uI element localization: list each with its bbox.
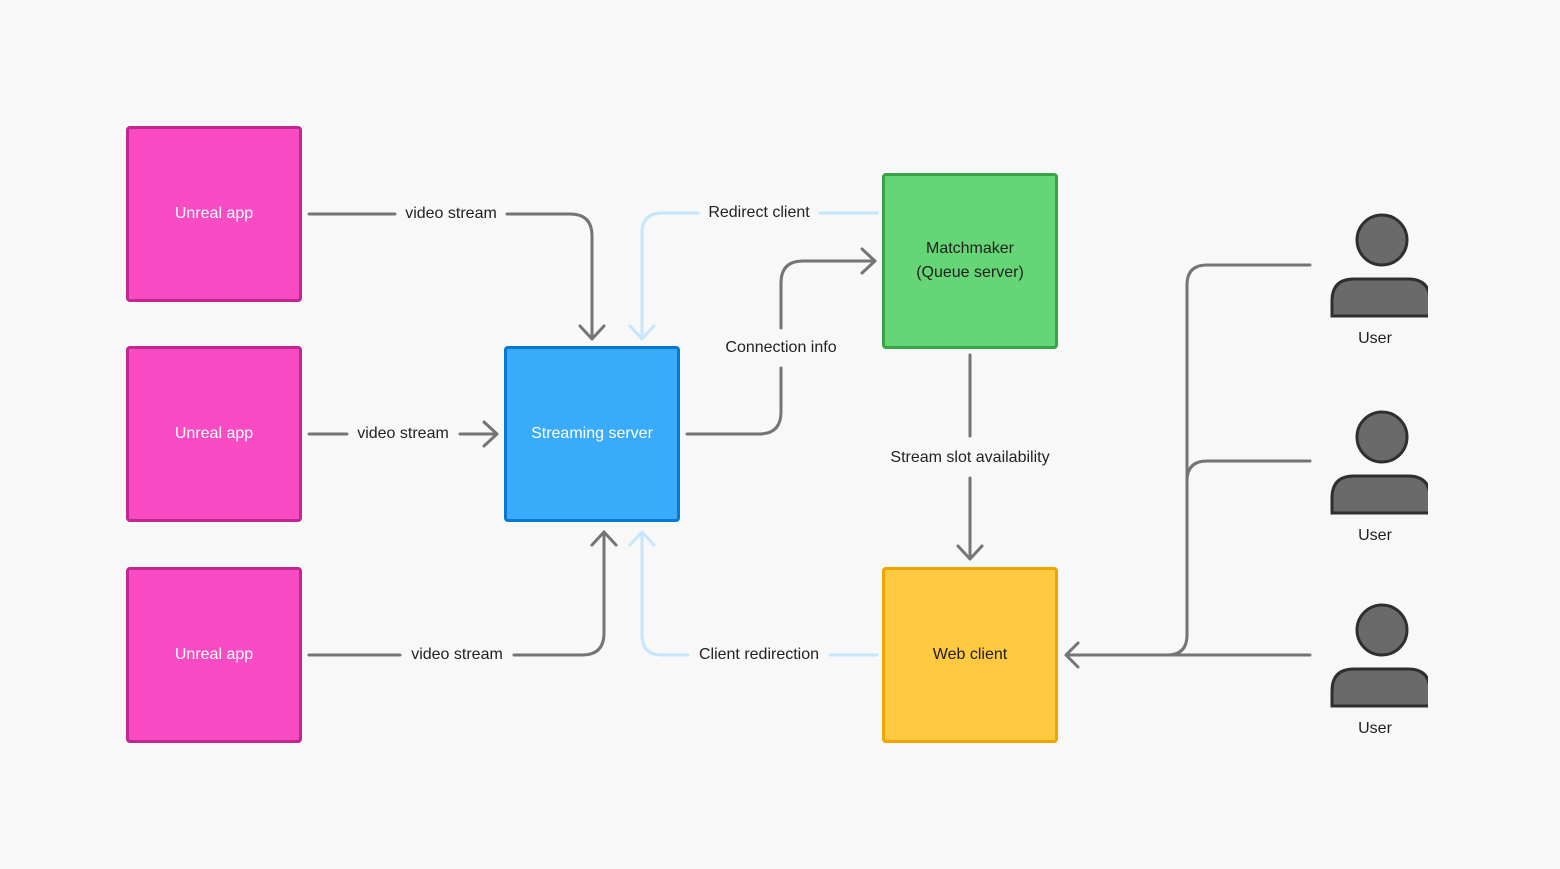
client-redirection-arrowhead <box>628 530 656 547</box>
web-client-arrowhead <box>1064 641 1080 669</box>
client-redirection-label: Client redirection <box>698 646 820 663</box>
user-icon <box>1330 213 1428 318</box>
redirect-client-label: Redirect client <box>708 204 810 221</box>
video-stream-1-arrowhead <box>578 324 606 341</box>
connection-info-label: Connection info <box>725 339 837 356</box>
stream-slot-arrowhead <box>956 544 984 561</box>
streaming-server-label: Streaming server <box>531 425 653 442</box>
video-stream-label-1: video stream <box>405 205 497 222</box>
user-label-3: User <box>1358 720 1392 737</box>
unreal-app-label-2: Unreal app <box>174 425 254 442</box>
video-stream-3-connector <box>307 531 606 657</box>
connection-info-arrowhead <box>860 247 877 275</box>
web-client-node: Web client <box>882 567 1058 743</box>
user-label-2: User <box>1358 527 1392 544</box>
stream-slot-availability-label: Stream slot availability <box>890 449 1050 466</box>
video-stream-2-arrowhead <box>482 420 499 448</box>
video-stream-label-3: video stream <box>411 646 503 663</box>
user-2: User <box>1315 410 1435 545</box>
unreal-app-label-3: Unreal app <box>174 646 254 663</box>
matchmaker-node: Matchmaker (Queue server) <box>882 173 1058 349</box>
connection-info-connector <box>685 259 876 436</box>
video-stream-label-2: video stream <box>357 425 449 442</box>
matchmaker-label: Matchmaker (Queue server) <box>916 240 1024 281</box>
redirect-client-arrowhead <box>628 324 656 341</box>
unreal-app-node-2: Unreal app <box>126 346 302 522</box>
user-label-1: User <box>1358 330 1392 347</box>
user-1: User <box>1315 213 1435 348</box>
unreal-app-node-1: Unreal app <box>126 126 302 302</box>
redirect-client-connector <box>640 211 879 340</box>
streaming-server-node: Streaming server <box>504 346 680 522</box>
video-stream-1-connector <box>307 212 594 340</box>
user-icon <box>1330 603 1428 708</box>
user-3: User <box>1315 603 1435 738</box>
users-to-web-client-connector <box>1065 263 1312 657</box>
unreal-app-label-1: Unreal app <box>174 205 254 222</box>
unreal-app-node-3: Unreal app <box>126 567 302 743</box>
user-icon <box>1330 410 1428 515</box>
client-redirection-connector <box>640 531 879 657</box>
web-client-label: Web client <box>932 646 1008 663</box>
video-stream-3-arrowhead <box>590 530 618 547</box>
